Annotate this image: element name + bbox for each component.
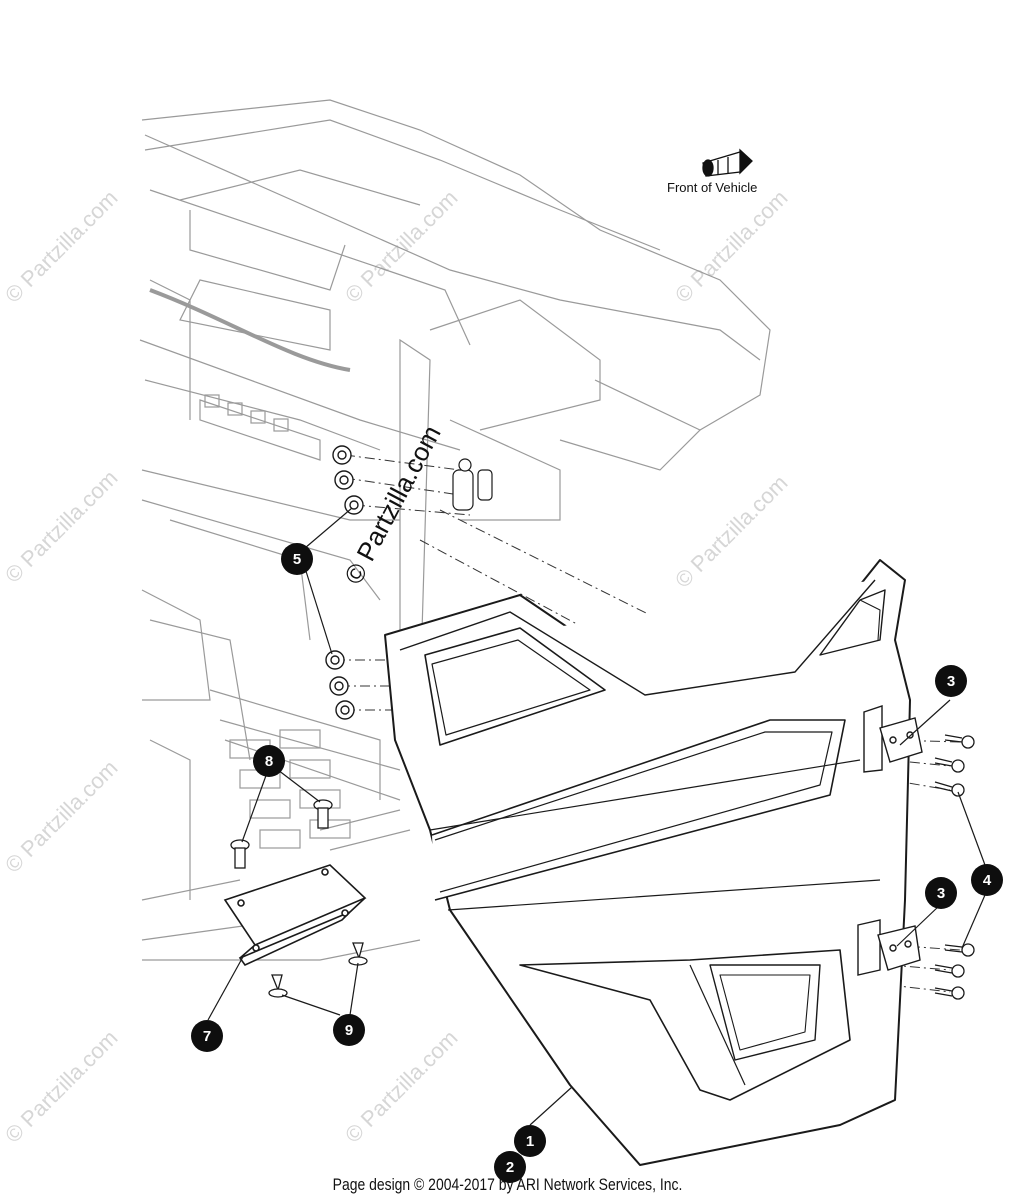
screws-part-8 — [230, 799, 333, 869]
callout-2[interactable]: 2 — [494, 1151, 526, 1183]
callout-7[interactable]: 7 — [191, 1020, 223, 1052]
leader-lines — [207, 507, 986, 1126]
rivets-part-9 — [268, 942, 368, 998]
door-panel-part-1 — [384, 559, 911, 1166]
callout-5[interactable]: 5 — [281, 543, 313, 575]
callout-3-lower[interactable]: 3 — [925, 877, 957, 909]
callout-1[interactable]: 1 — [514, 1125, 546, 1157]
front-of-vehicle-arrow-icon — [702, 148, 753, 177]
callout-8[interactable]: 8 — [253, 745, 285, 777]
callout-3-upper[interactable]: 3 — [935, 665, 967, 697]
callout-9[interactable]: 9 — [333, 1014, 365, 1046]
callout-4[interactable]: 4 — [971, 864, 1003, 896]
front-of-vehicle-label: Front of Vehicle — [667, 180, 758, 195]
footer-copyright: Page design © 2004-2017 by ARI Network S… — [332, 1175, 683, 1194]
door-hinge-mount — [452, 458, 493, 511]
hinge-bracket-part-3 — [857, 705, 923, 976]
sill-plate-part-7 — [223, 864, 367, 967]
bolts-part-4 — [934, 734, 975, 1000]
nuts-part-5 — [325, 445, 364, 720]
